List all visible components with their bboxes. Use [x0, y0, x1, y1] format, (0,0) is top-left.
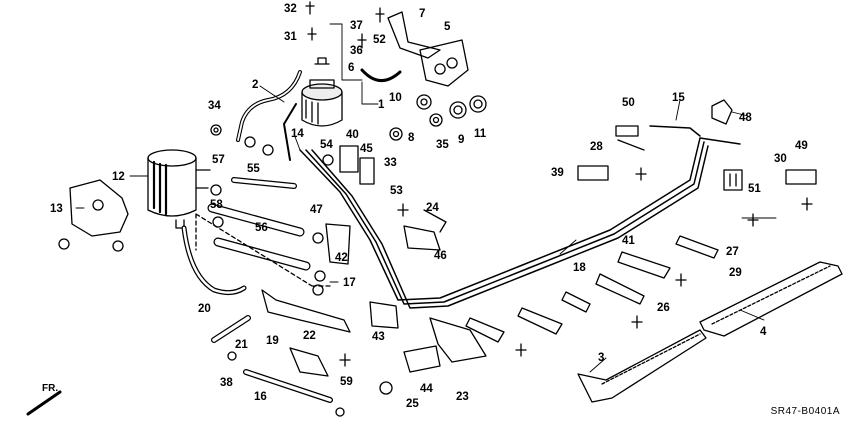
callout-44: 44	[420, 383, 433, 395]
bracket-13	[69, 179, 129, 237]
callout-28: 28	[590, 141, 603, 153]
brackets-5-7	[387, 11, 441, 59]
callout-40: 40	[346, 129, 359, 141]
bolts	[305, 1, 813, 367]
callout-57: 57	[212, 154, 225, 166]
callout-53: 53	[390, 185, 403, 197]
callout-26: 26	[657, 302, 670, 314]
callout-12: 12	[112, 171, 125, 183]
callout-9: 9	[458, 134, 465, 146]
callout-10: 10	[389, 92, 402, 104]
leader-lines	[26, 23, 777, 416]
callout-45: 45	[360, 143, 373, 155]
callout-32: 32	[284, 3, 297, 15]
callout-38: 38	[220, 377, 233, 389]
callout-20: 20	[198, 303, 211, 315]
callout-56: 56	[255, 222, 268, 234]
callout-23: 23	[456, 391, 469, 403]
shield-4	[699, 261, 843, 337]
callout-49: 49	[795, 140, 808, 152]
callout-21: 21	[235, 339, 248, 351]
callout-4: 4	[760, 326, 767, 338]
callout-39: 39	[551, 167, 564, 179]
callout-48: 48	[739, 112, 752, 124]
callout-51: 51	[748, 183, 761, 195]
callout-55: 55	[247, 163, 260, 175]
callout-17: 17	[343, 277, 356, 289]
callout-33: 33	[384, 157, 397, 169]
callout-13: 13	[50, 203, 63, 215]
fuel-filter	[301, 57, 343, 127]
charcoal-canister	[147, 149, 211, 229]
shield-3	[577, 329, 707, 403]
callout-2: 2	[252, 79, 259, 91]
callout-27: 27	[726, 246, 739, 258]
callout-46: 46	[434, 250, 447, 262]
callout-59: 59	[340, 376, 353, 388]
callout-14: 14	[291, 128, 304, 140]
front-direction-label: FR.	[42, 383, 59, 394]
callout-58: 58	[210, 199, 223, 211]
diagram-code: SR47-B0401A	[770, 406, 840, 417]
callout-34: 34	[208, 100, 221, 112]
callout-11: 11	[474, 128, 487, 140]
callout-41: 41	[622, 235, 635, 247]
callout-43: 43	[372, 331, 385, 343]
callout-54: 54	[320, 139, 333, 151]
callout-22: 22	[303, 330, 316, 342]
callout-18: 18	[573, 262, 586, 274]
callout-37: 37	[350, 20, 363, 32]
callout-19: 19	[266, 335, 279, 347]
callout-25: 25	[406, 398, 419, 410]
callout-16: 16	[254, 391, 267, 403]
callout-35: 35	[436, 139, 449, 151]
callout-7: 7	[419, 8, 426, 20]
callout-3: 3	[598, 352, 605, 364]
callout-30: 30	[774, 153, 787, 165]
callout-42: 42	[335, 252, 348, 264]
callout-47: 47	[310, 204, 323, 216]
clamps	[325, 99, 817, 373]
callout-6: 6	[348, 62, 355, 74]
callout-52: 52	[373, 34, 386, 46]
callout-29: 29	[729, 267, 742, 279]
callout-5: 5	[444, 21, 451, 33]
callout-36: 36	[350, 45, 363, 57]
callout-31: 31	[284, 31, 297, 43]
callout-8: 8	[408, 132, 415, 144]
callout-1: 1	[378, 99, 385, 111]
callout-15: 15	[672, 92, 685, 104]
grommets	[58, 94, 487, 417]
callout-50: 50	[622, 97, 635, 109]
fuel-lines	[299, 125, 741, 309]
callout-24: 24	[426, 202, 439, 214]
